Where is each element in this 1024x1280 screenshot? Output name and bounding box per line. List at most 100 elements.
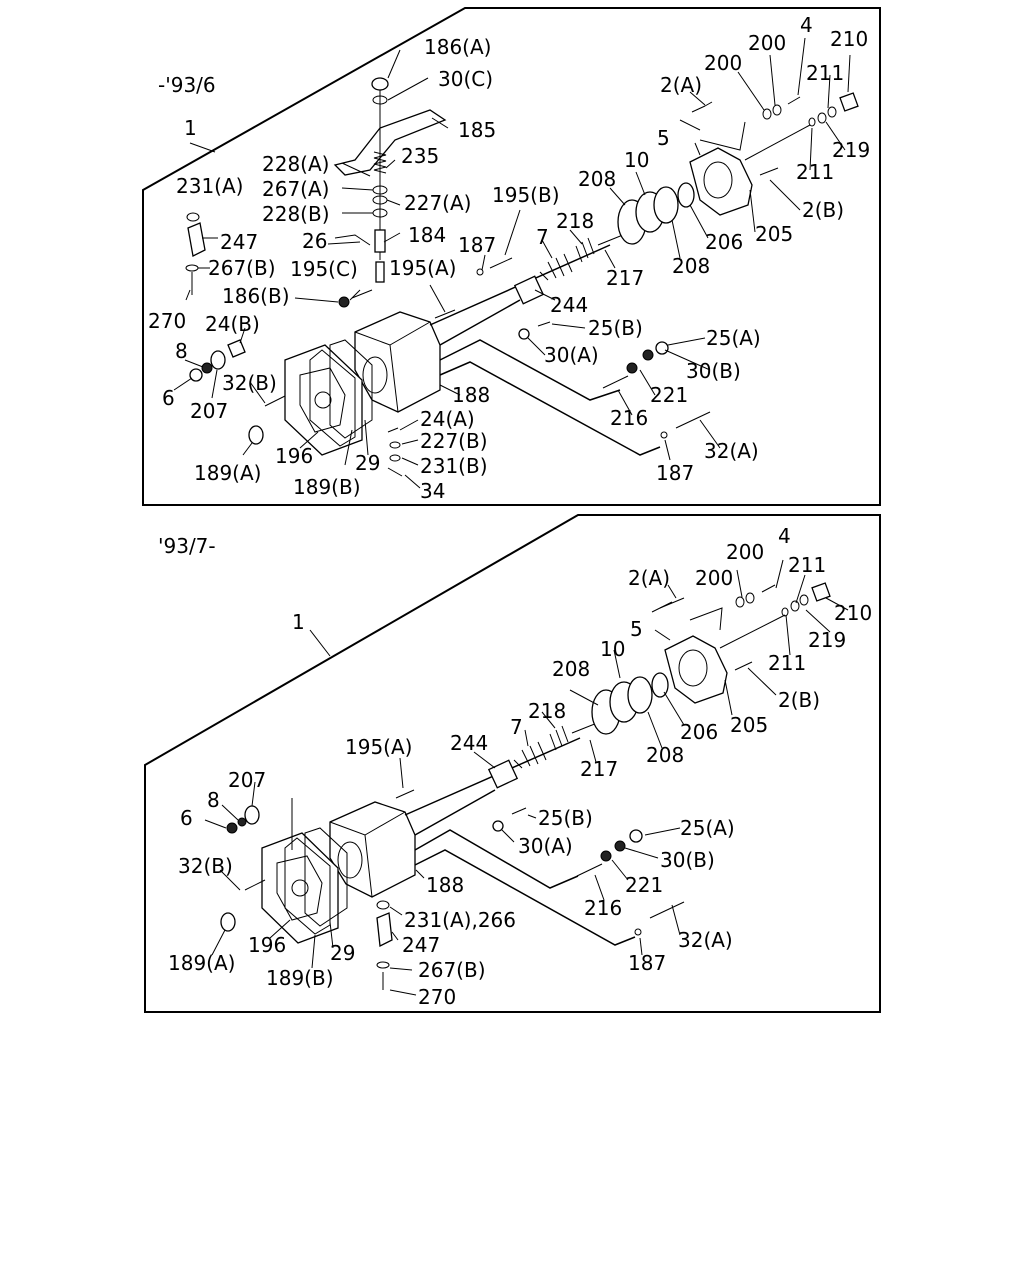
callout: 30(B) <box>660 848 715 872</box>
callout: 2(A) <box>660 73 702 97</box>
callout: 34 <box>420 479 445 503</box>
callout: 270 <box>148 309 186 333</box>
callout: 24(A) <box>420 407 475 431</box>
spring-7 <box>513 741 547 769</box>
callout: 216 <box>610 406 648 430</box>
cover-5 <box>664 635 728 704</box>
callout: 195(C) <box>290 257 358 281</box>
callout: 216 <box>584 896 622 920</box>
callout: 211 <box>768 651 806 675</box>
callout: 208 <box>646 743 684 767</box>
panel-frame <box>142 7 881 506</box>
callout: 195(A) <box>345 735 412 759</box>
callout: 189(A) <box>168 951 235 975</box>
spacer-244 <box>487 759 519 789</box>
callout: 207 <box>190 399 228 423</box>
callout: 1 <box>292 610 305 634</box>
callout: 189(B) <box>293 475 361 499</box>
callout: 30(A) <box>518 834 573 858</box>
callout: 6 <box>162 386 175 410</box>
callout: 30(C) <box>438 67 493 91</box>
callout: 270 <box>418 985 456 1009</box>
plate-189b <box>309 349 356 447</box>
callout: 211 <box>806 61 844 85</box>
callout: 228(A) <box>262 152 329 176</box>
variant-label: -'93/6 <box>158 73 216 97</box>
callout: 267(B) <box>418 958 486 982</box>
bracket-247 <box>187 222 206 257</box>
callout: 247 <box>402 933 440 957</box>
callout: 189(A) <box>194 461 261 485</box>
callout: 5 <box>657 126 670 150</box>
callout: 32(A) <box>704 439 759 463</box>
callout: 206 <box>680 720 718 744</box>
callout: 29 <box>355 451 380 475</box>
callout: 8 <box>207 788 220 812</box>
callout: 187 <box>656 461 694 485</box>
panel-frame <box>144 514 881 1013</box>
callout: 26 <box>302 229 327 253</box>
gasket-29 <box>329 339 373 439</box>
callout: 2(A) <box>628 566 670 590</box>
plate-196 <box>261 832 339 944</box>
bracket-247 <box>376 912 393 948</box>
callout: 200 <box>726 540 764 564</box>
callout: 221 <box>625 873 663 897</box>
callout: 32(B) <box>222 371 277 395</box>
callout: 4 <box>778 524 791 548</box>
callout: 207 <box>228 768 266 792</box>
callout: 5 <box>630 617 643 641</box>
callout: 4 <box>800 13 813 37</box>
callout: 6 <box>180 806 193 830</box>
housing-188 <box>354 244 661 456</box>
callout: 219 <box>832 138 870 162</box>
callout: 187 <box>458 233 496 257</box>
rod-184 <box>374 229 386 253</box>
callout: 247 <box>220 230 258 254</box>
callout: 244 <box>550 293 588 317</box>
spring-7 <box>539 253 573 281</box>
callout: 217 <box>580 757 618 781</box>
callout: 10 <box>600 637 625 661</box>
callout: 210 <box>834 601 872 625</box>
callout: 8 <box>175 339 188 363</box>
callout: 10 <box>624 148 649 172</box>
callout: 227(A) <box>404 191 471 215</box>
callout: 231(A) <box>176 174 243 198</box>
callout: 2(B) <box>802 198 844 222</box>
callout: 218 <box>556 209 594 233</box>
callout: 206 <box>705 230 743 254</box>
callout: 205 <box>730 713 768 737</box>
callout: 200 <box>695 566 733 590</box>
callout: 228(B) <box>262 202 330 226</box>
callout: 184 <box>408 223 446 247</box>
callout: 267(B) <box>208 256 276 280</box>
callout: 30(B) <box>686 359 741 383</box>
callout: 210 <box>830 27 868 51</box>
callout: 208 <box>672 254 710 278</box>
callout: 200 <box>704 51 742 75</box>
callout: 29 <box>330 941 355 965</box>
callout: 32(B) <box>178 854 233 878</box>
callout: 218 <box>528 699 566 723</box>
spring-235 <box>373 151 387 174</box>
callout: 219 <box>808 628 846 652</box>
callout: 195(A) <box>389 256 456 280</box>
callout-labels: 1 186(A) 30(C) 185 228(A) 235 231(A) 267… <box>148 13 870 503</box>
spring-218 <box>575 237 595 263</box>
callout: 205 <box>755 222 793 246</box>
callout: 189(B) <box>266 966 334 990</box>
callout: 235 <box>401 144 439 168</box>
callout: 187 <box>628 951 666 975</box>
callout: 24(B) <box>205 312 260 336</box>
callout: 208 <box>578 167 616 191</box>
callout: 25(B) <box>588 316 643 340</box>
nut-186a <box>371 77 389 91</box>
callout-labels: 1 2(A) 200 200 4 211 210 5 219 211 208 1… <box>168 524 872 1009</box>
callout: 188 <box>426 873 464 897</box>
callout: 1 <box>184 116 197 140</box>
panel-early-model: -'93/6 <box>142 7 881 506</box>
callout: 32(A) <box>678 928 733 952</box>
cover-5 <box>689 147 753 216</box>
